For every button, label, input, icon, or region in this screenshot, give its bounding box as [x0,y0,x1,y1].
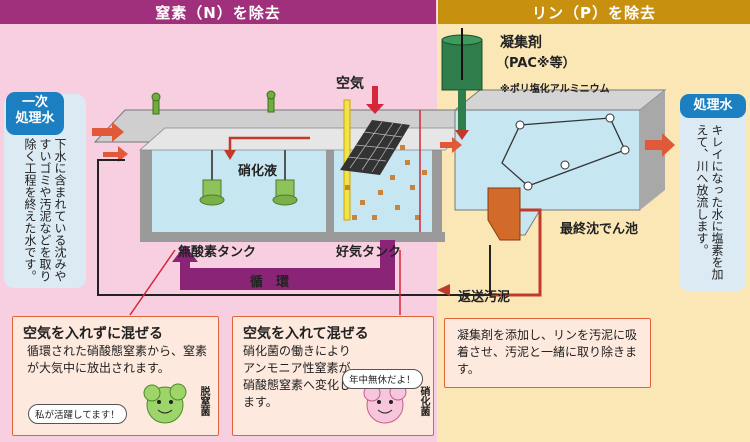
note-aerobic-title: 空気を入れて混ぜる [243,326,369,342]
denitrifying-name: 脱窒菌 [198,386,209,416]
coagulant-note: ※ポリ塩化アルミニウム [500,84,610,95]
treated-water-desc: キレイになった水に塩素を加えて、川へ放流します。 [695,124,724,280]
air-arrow [366,86,384,114]
sludge-hopper [487,187,521,241]
aerobic-tank-label: 好気タンク [336,245,402,260]
vent-posts [151,90,276,115]
sprocket-1 [515,120,525,130]
return-sludge-label: 返送汚泥 [458,290,511,305]
nitrifying-name: 硝化菌 [418,386,429,416]
air-label: 空気 [336,76,364,92]
phosphorus-header: リン（P）を除去 [438,0,750,24]
denitrifying-speech: 私が活躍してます！ [28,404,127,424]
microbe-particles [345,145,427,220]
note-phosphorus-body: 凝集剤を添加し、リンを汚泥に吸着させ、汚泥と一緒に取り除きます。 [457,328,638,376]
tank-right-wall [432,150,442,240]
sprocket-2 [605,113,615,123]
scraper-chain [501,117,626,187]
settling-body [454,109,641,236]
final-settling-label: 最終沈でん池 [560,222,639,237]
nitrified-liquid-line [228,136,310,150]
tank-bottom-wall [140,232,445,242]
coagulant-sub: （PAC※等） [496,56,576,71]
coagulant-title: 凝集剤 [500,35,542,51]
transfer-arrow [440,137,462,153]
nitrogen-header: 窒素（N）を除去 [0,0,436,24]
primary-water-badge: 一次 処理水 [6,92,64,135]
sprocket-5 [560,160,570,170]
circulation-label: 循 環 [250,275,290,290]
circulation-arrow-head [172,245,198,262]
note-phosphorus: 凝集剤を添加し、リンを汚泥に吸着させ、汚泥と一緒に取り除きます。 [444,318,651,388]
inflow-arrow [92,122,124,142]
connector-anoxic [129,249,176,316]
note-anoxic-title: 空気を入れずに混ぜる [23,326,163,342]
anoxic-tank-label: 無酸素タンク [178,245,257,260]
nitrified-liquid-arrow [224,150,236,160]
primary-water-desc: 下水に含まれている沈みやすいゴミや汚泥などを取り除く工程を終えた水です。 [23,138,67,282]
sprocket-3 [620,145,630,155]
tank-divider [326,150,334,240]
note-anoxic-body: 循環された硝酸態窒素から、窒素が大気中に放出されます。 [27,344,208,375]
diffuser-grid [340,120,410,175]
dosing-arrow [455,130,469,140]
nitrified-liquid-label: 硝化液 [238,164,278,179]
sprocket-4 [523,181,533,191]
sludge-return-red [490,208,542,297]
return-sludge-line [97,159,491,296]
anoxic-mixers [199,150,298,206]
treated-water-box [679,96,746,291]
tank-water-body [152,150,440,235]
dosing-pipe [458,90,466,130]
note-aerobic-body: 硝化菌の働きによりアンモニア性窒素が硝酸態窒素へ変化します。 [243,344,352,409]
inflow-arrow-2 [103,146,128,162]
outflow-arrow [645,133,675,157]
nitrifying-speech: 年中無休だよ！ [342,369,423,389]
return-arrow-head [437,284,450,296]
treated-water-badge: 処理水 [680,94,746,118]
circulation-pipe [180,240,395,290]
tank-left-wall [140,150,152,240]
